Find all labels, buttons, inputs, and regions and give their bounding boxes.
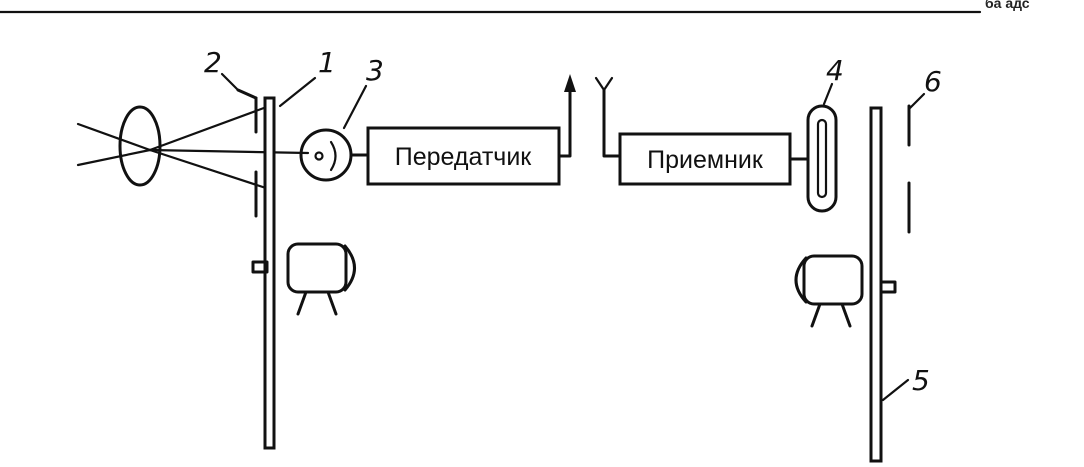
label-3: 3 [342,54,384,130]
svg-text:4: 4 [826,54,844,87]
aperture-2 [236,88,258,218]
right-motor-icon [794,254,897,328]
receiver-block: Приемник [618,132,792,186]
svg-text:2: 2 [204,46,222,79]
neon-lamp-4 [806,104,838,213]
light-rays [76,103,310,192]
receive-antenna-icon [594,76,622,158]
label-2: 2 [204,46,240,92]
lens-icon [118,105,162,187]
transmitter-label: Передатчик [395,143,533,171]
label-6: 6 [908,65,942,110]
transmitter-block: Передатчик [366,126,561,186]
svg-text:3: 3 [366,54,384,87]
corner-text: ба адс [985,0,1030,11]
svg-text:6: 6 [924,65,942,98]
receiver-label: Приемник [647,146,764,174]
transmit-antenna-icon [557,74,576,158]
label-4: 4 [822,54,844,106]
svg-text:1: 1 [318,46,336,79]
label-5: 5 [881,364,930,402]
left-motor-icon [251,242,356,316]
label-1: 1 [278,46,336,108]
photocell-3 [299,128,353,182]
svg-text:5: 5 [912,364,930,397]
